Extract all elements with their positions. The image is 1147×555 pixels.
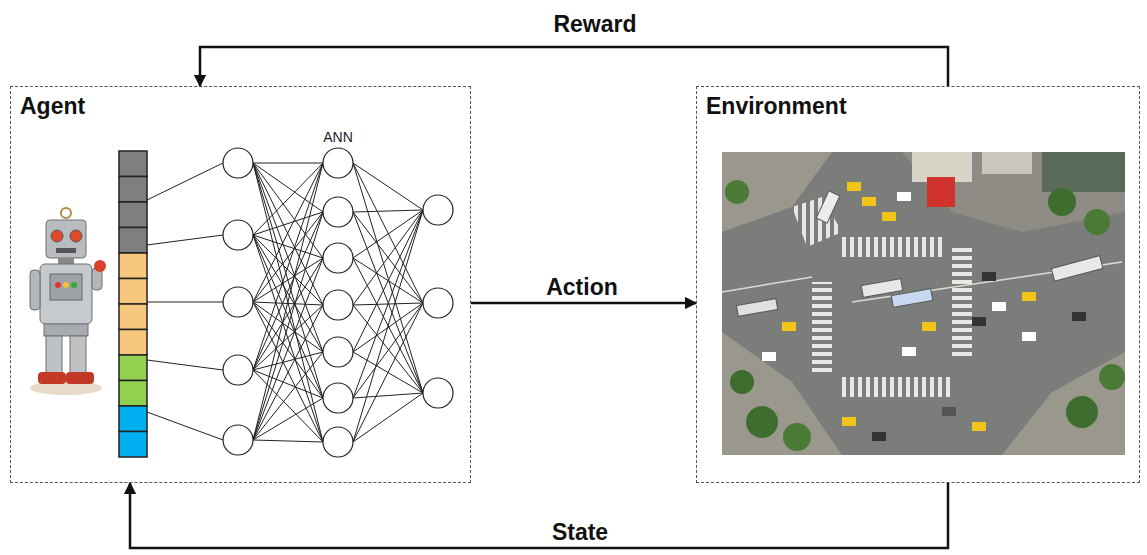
weight-line: [253, 305, 323, 370]
input-link: [147, 412, 223, 440]
neuron: [223, 355, 253, 385]
neural-network: [147, 148, 453, 457]
weight-line: [253, 163, 323, 305]
edge-label: Reward: [549, 11, 640, 38]
vector-cell: [119, 151, 147, 177]
weight-line: [353, 210, 423, 352]
weight-line: [253, 258, 323, 302]
vector-cell: [119, 381, 147, 407]
input-vector: [119, 151, 147, 457]
weight-line: [253, 352, 323, 370]
weight-line: [353, 210, 423, 442]
edge-label: State: [548, 519, 612, 546]
weight-line: [353, 163, 423, 210]
neuron: [323, 383, 353, 413]
weight-line: [253, 163, 323, 370]
input-link: [147, 163, 223, 200]
input-link: [147, 360, 223, 370]
vector-cell: [119, 279, 147, 305]
weight-line: [253, 305, 323, 440]
dashed-region: Environment: [696, 86, 1140, 483]
input-link: [147, 235, 223, 245]
weight-line: [353, 305, 423, 393]
flow-arrow: [200, 47, 948, 86]
weight-line: [253, 370, 323, 398]
neuron: [323, 148, 353, 178]
weight-line: [353, 210, 423, 258]
neuron: [323, 197, 353, 227]
weight-line: [253, 163, 323, 258]
region-title: Environment: [706, 93, 847, 120]
region-title: Agent: [20, 93, 85, 120]
weight-line: [253, 258, 323, 370]
weight-line: [253, 302, 323, 442]
robot-figure: [30, 208, 106, 395]
neuron: [323, 290, 353, 320]
weight-line: [353, 303, 423, 398]
weight-line: [253, 440, 323, 442]
vector-cell: [119, 253, 147, 279]
weight-line: [253, 352, 323, 440]
weight-line: [353, 393, 423, 442]
weight-line: [353, 210, 423, 305]
dashed-region: Agent: [10, 86, 471, 483]
neuron: [423, 378, 453, 408]
edge-label: Action: [542, 274, 622, 301]
vector-cell: [119, 304, 147, 330]
weight-line: [253, 163, 323, 442]
weight-line: [253, 212, 323, 302]
neuron: [223, 287, 253, 317]
vector-cell: [119, 432, 147, 458]
flow-arrow: [471, 302, 696, 305]
weight-line: [353, 210, 423, 212]
weight-line: [253, 235, 323, 352]
weight-line: [353, 393, 423, 398]
neuron: [323, 337, 353, 367]
input-link: [147, 302, 223, 303]
neuron: [323, 243, 353, 273]
weight-line: [253, 212, 323, 440]
weight-line: [253, 258, 323, 440]
vector-cell: [119, 202, 147, 228]
weight-line: [253, 163, 323, 302]
flow-arrow: [130, 483, 948, 548]
weight-line: [353, 163, 423, 393]
weight-line: [253, 398, 323, 440]
vector-cell: [119, 355, 147, 381]
neuron: [423, 195, 453, 225]
intersection-photo: [722, 152, 1125, 455]
neuron: [423, 288, 453, 318]
weight-line: [253, 212, 323, 370]
vector-cell: [119, 228, 147, 254]
weight-line: [353, 303, 423, 442]
weight-line: [353, 210, 423, 398]
network-label: ANN: [323, 129, 353, 145]
weight-line: [253, 163, 323, 235]
neuron: [223, 220, 253, 250]
vector-cell: [119, 406, 147, 432]
weight-line: [253, 163, 323, 440]
neuron: [323, 427, 353, 457]
vector-cell: [119, 330, 147, 356]
neuron: [223, 148, 253, 178]
neuron: [223, 425, 253, 455]
weight-line: [253, 163, 323, 164]
weight-line: [253, 163, 323, 398]
vector-cell: [119, 177, 147, 203]
